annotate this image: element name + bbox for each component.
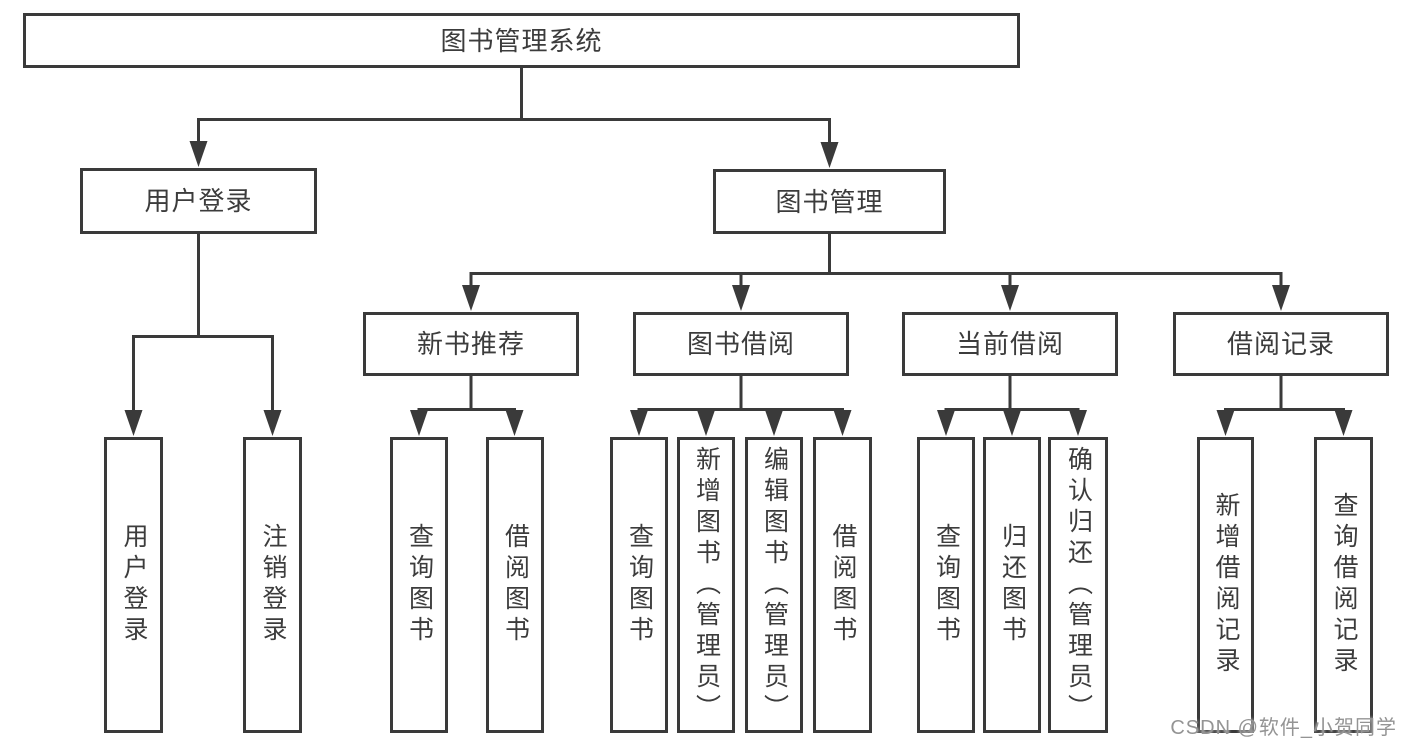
node-library-system: 图书管理系统 xyxy=(23,13,1020,68)
node-book-management: 图书管理 xyxy=(713,169,946,234)
leaf-query-book-3: 查询图书 xyxy=(917,437,975,733)
arrowheads xyxy=(124,141,1353,436)
leaf-borrow-book-2: 借阅图书 xyxy=(813,437,872,733)
node-user-login: 用户登录 xyxy=(80,168,317,234)
node-current-borrow: 当前借阅 xyxy=(902,312,1118,376)
leaf-logout: 注销登录 xyxy=(243,437,302,733)
leaf-query-book-1: 查询图书 xyxy=(390,437,448,733)
leaf-edit-book-admin: 编辑图书（管理员） xyxy=(745,437,803,733)
csdn-watermark: CSDN @软件_小贺同学 xyxy=(1170,717,1397,739)
leaf-query-borrow-record: 查询借阅记录 xyxy=(1314,437,1373,733)
leaf-borrow-book-1: 借阅图书 xyxy=(486,437,544,733)
leaf-add-borrow-record: 新增借阅记录 xyxy=(1197,437,1254,733)
node-borrow-records: 借阅记录 xyxy=(1173,312,1389,376)
node-new-book-recommend: 新书推荐 xyxy=(363,312,579,376)
leaf-user-login: 用户登录 xyxy=(104,437,163,733)
node-book-borrow: 图书借阅 xyxy=(633,312,849,376)
leaf-add-book-admin: 新增图书（管理员） xyxy=(677,437,735,733)
leaf-confirm-return-admin: 确认归还（管理员） xyxy=(1048,437,1108,733)
leaf-query-book-2: 查询图书 xyxy=(610,437,668,733)
leaf-return-book: 归还图书 xyxy=(983,437,1041,733)
